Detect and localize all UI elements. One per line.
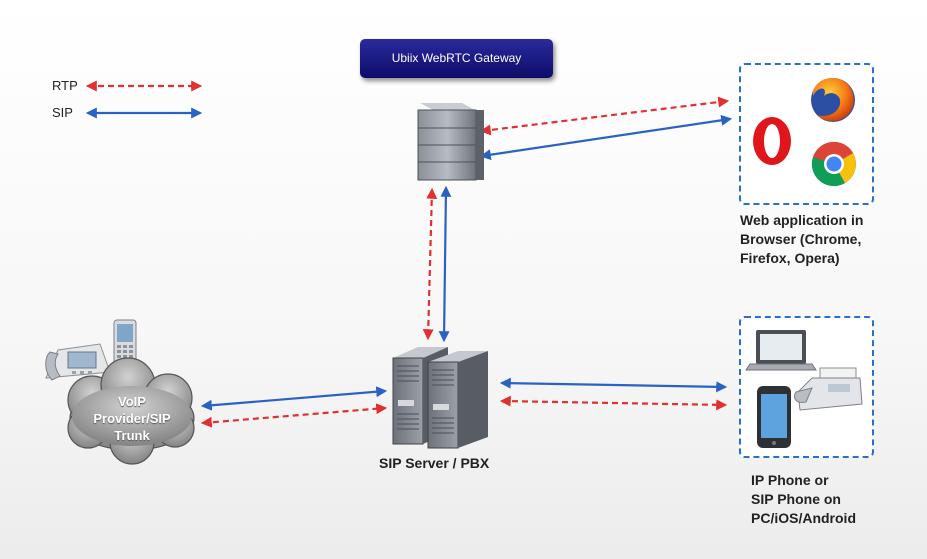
sip-link-gateway-pbx xyxy=(438,185,452,343)
legend-rtp-label: RTP xyxy=(52,78,78,93)
rtp-link-gateway-browser xyxy=(479,96,730,136)
pbx-server-icon xyxy=(392,347,488,449)
sip-server-caption: SIP Server / PBX xyxy=(379,455,490,471)
fax-icon xyxy=(793,367,863,411)
desk-phone-icon xyxy=(45,343,111,381)
chrome-icon xyxy=(811,141,856,187)
firefox-icon xyxy=(811,77,855,122)
opera-icon xyxy=(753,117,791,165)
smartphone-icon xyxy=(757,386,791,448)
sip-link-gateway-browser xyxy=(479,114,733,161)
web-app-caption: Web application in Browser (Chrome, Fire… xyxy=(740,212,864,266)
rtp-link-gateway-pbx xyxy=(422,187,438,341)
legend-sip-label: SIP xyxy=(52,105,73,120)
sip-link-cloud-pbx xyxy=(200,386,388,411)
rtp-link-cloud-pbx xyxy=(200,403,388,428)
sip-link-pbx-phones xyxy=(499,377,728,393)
gateway-title: Ubiix WebRTC Gateway xyxy=(360,39,553,78)
rtp-link-pbx-phones xyxy=(499,395,728,411)
ip-phone-caption: IP Phone or SIP Phone on PC/iOS/Android xyxy=(751,472,856,526)
gateway-server-icon xyxy=(417,103,484,181)
mobile-phone-icon xyxy=(113,319,137,365)
laptop-icon xyxy=(745,330,817,371)
cloud-icon xyxy=(67,357,195,465)
voip-cloud-label: VoIP Provider/SIP Trunk xyxy=(93,394,171,443)
